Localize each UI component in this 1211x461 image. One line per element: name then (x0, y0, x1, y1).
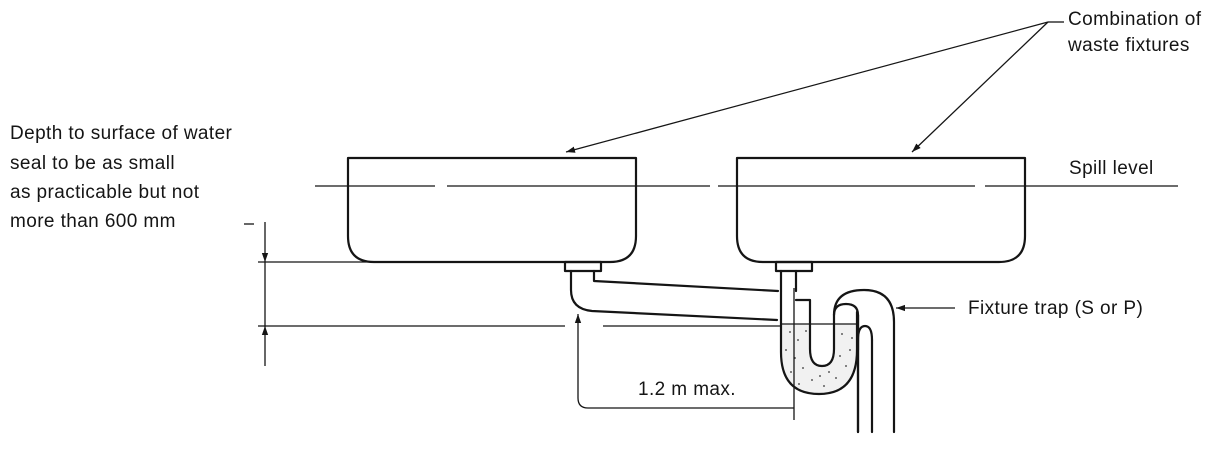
combination-leaders (565, 21, 1064, 153)
right-outlet-flange (774, 260, 814, 273)
left-fixture-basin (346, 156, 638, 264)
spill-level-label: Spill level (1069, 158, 1154, 179)
fixture-trap-label: Fixture trap (S or P) (968, 298, 1144, 319)
depth-label-line4: more than 600 mm (10, 211, 176, 232)
depth-label-line2: seal to be as small (10, 153, 175, 174)
depth-label-line3: as practicable but not (10, 182, 200, 203)
right-fixture-basin (735, 156, 1027, 264)
distance-label: 1.2 m max. (638, 379, 736, 400)
water-seal (781, 324, 857, 394)
combination-label-line1: Combination of (1068, 9, 1202, 30)
depth-label-line1: Depth to surface of water (10, 123, 233, 144)
depth-dimension (244, 222, 781, 366)
left-outlet-flange (563, 260, 603, 273)
distance-dimension (574, 288, 795, 420)
fixture-trap (779, 269, 896, 434)
combination-label-line2: waste fixtures (1068, 35, 1190, 56)
waste-pipe (569, 269, 783, 322)
